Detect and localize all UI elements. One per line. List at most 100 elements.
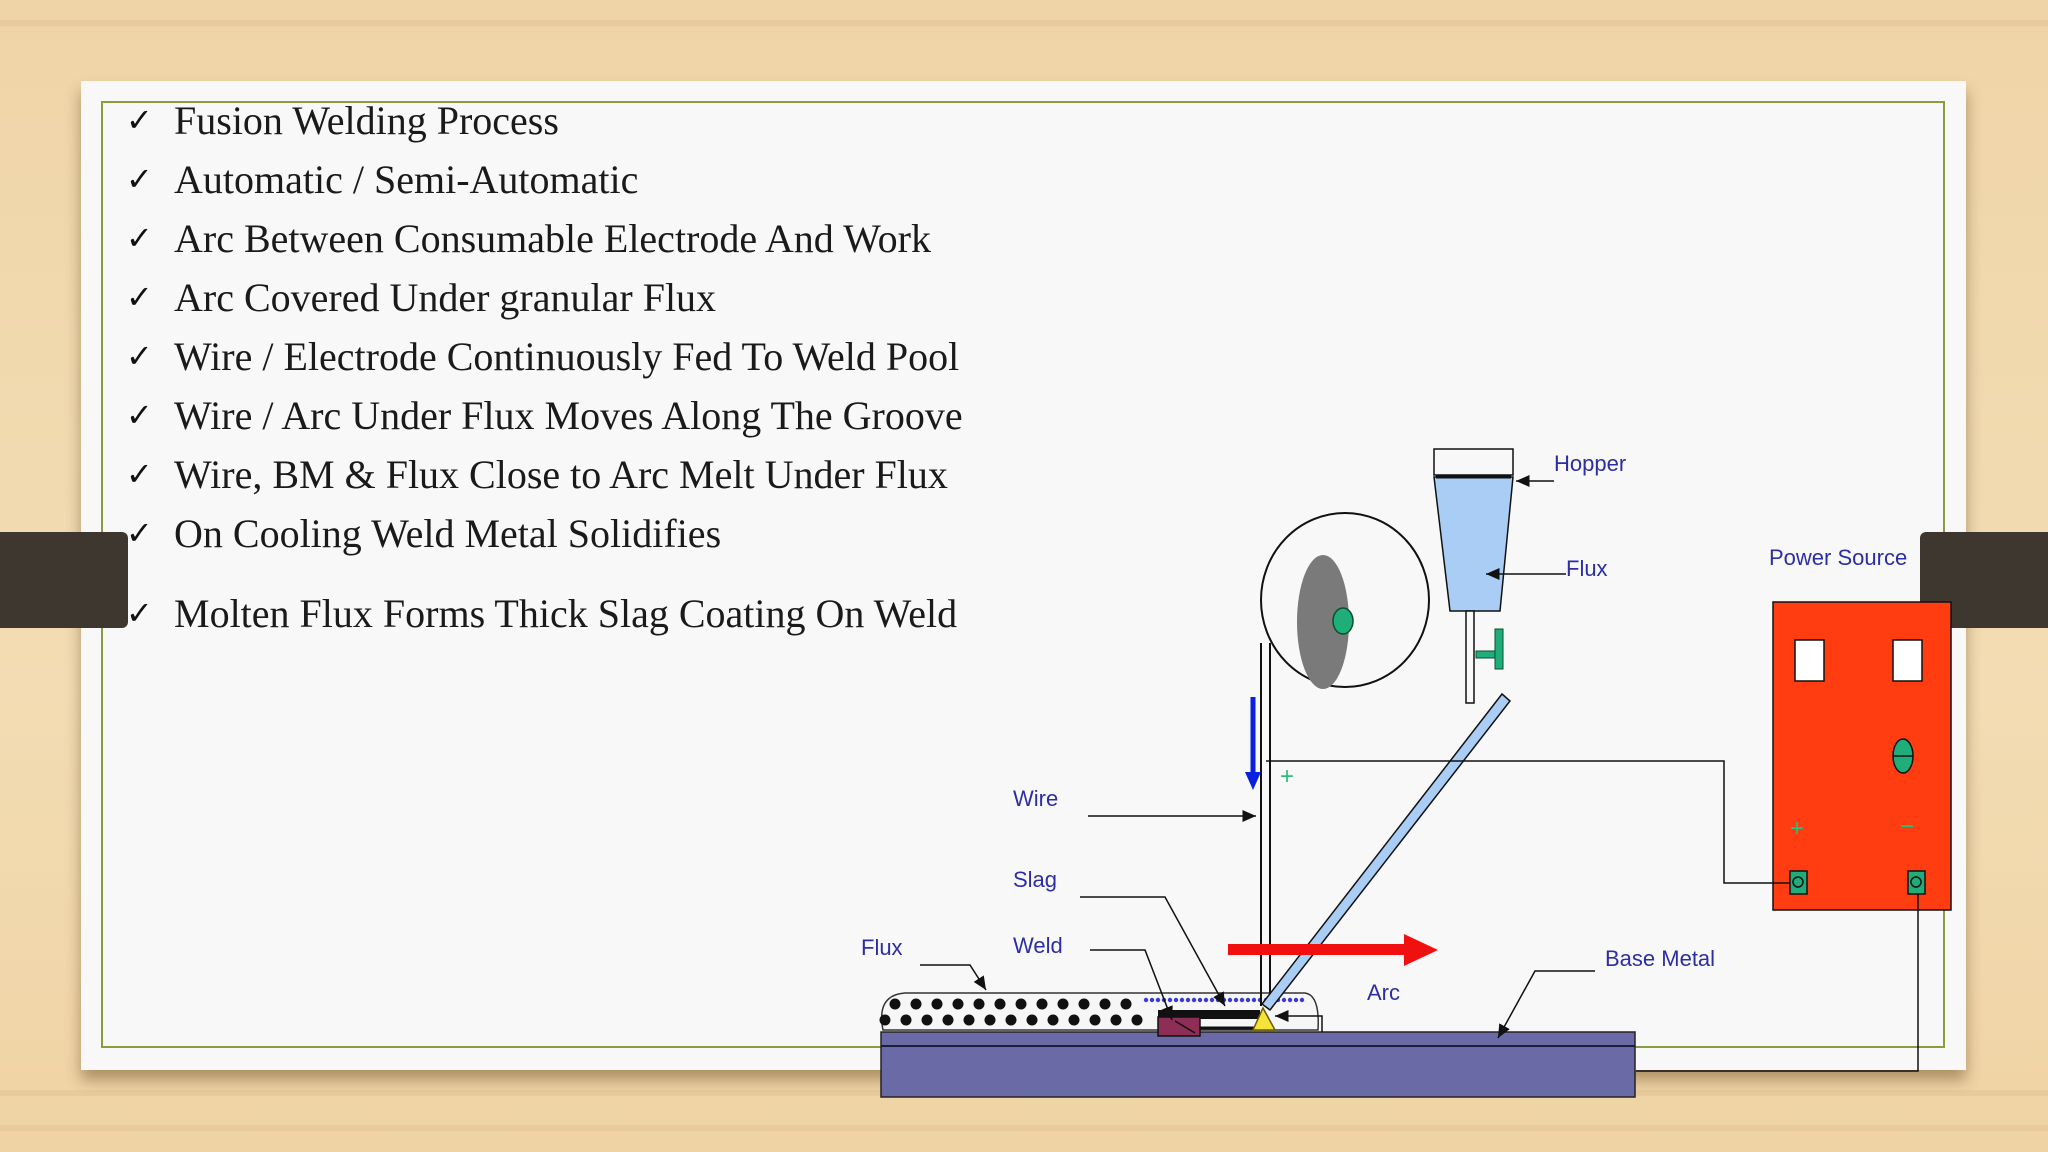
power-source-window-left (1794, 639, 1825, 682)
power-source-label: Power Source (1769, 545, 1907, 570)
flux-granule (921, 1014, 933, 1026)
bullet-text: Molten Flux Forms Thick Slag Coating On … (174, 590, 958, 636)
flux-feed-pipe (1260, 692, 1512, 1012)
hopper-label: Hopper (1554, 451, 1626, 476)
power-plus-sign: + (1790, 815, 1804, 842)
molten-flux-dot (1281, 997, 1287, 1003)
hopper-tube (1465, 610, 1475, 704)
molten-flux-dot (1191, 997, 1197, 1003)
weld-label: Weld (1013, 933, 1063, 958)
molten-flux-dot (1149, 997, 1155, 1003)
binder-clip-left (0, 532, 128, 628)
hopper-body (1433, 476, 1514, 612)
flux-granule (942, 1014, 954, 1026)
terminal-icon (1907, 870, 1926, 895)
molten-flux-dot (1299, 997, 1305, 1003)
flux-granule (963, 1014, 975, 1026)
checkmark-icon: ✓ (126, 160, 153, 198)
flux-granule (1036, 998, 1048, 1010)
power-minus-sign: − (1900, 813, 1914, 840)
arc-label: Arc (1367, 980, 1400, 1005)
flux-granule (1047, 1014, 1059, 1026)
weld-bead (1157, 1016, 1201, 1037)
checkmark-icon: ✓ (126, 455, 153, 493)
molten-flux-dot (1245, 997, 1251, 1003)
flux-granule (900, 1014, 912, 1026)
flux-granule (1131, 1014, 1143, 1026)
flux-granule (994, 998, 1006, 1010)
flux-granule (1089, 1014, 1101, 1026)
slag-label: Slag (1013, 867, 1057, 892)
molten-flux-dot (1233, 997, 1239, 1003)
wire-polarity-sign: + (1280, 763, 1294, 790)
bullet-text: Wire / Arc Under Flux Moves Along The Gr… (174, 392, 963, 438)
bullet-item: ✓ Molten Flux Forms Thick Slag Coating O… (126, 587, 957, 639)
molten-flux-dot (1143, 997, 1149, 1003)
flux-bottom-label: Flux (861, 935, 903, 960)
bullet-text: Wire / Electrode Continuously Fed To Wel… (174, 333, 960, 379)
bullet-text: Automatic / Semi-Automatic (174, 156, 639, 202)
molten-flux-dot (1209, 997, 1215, 1003)
bullet-item: ✓ Fusion Welding Process (126, 94, 559, 146)
base-metal-plate (880, 1031, 1636, 1098)
ground-cable (1636, 894, 1919, 1072)
molten-flux-dot (1293, 997, 1299, 1003)
bullet-item: ✓ Wire / Arc Under Flux Moves Along The … (126, 389, 963, 441)
molten-flux-dot (1227, 997, 1233, 1003)
arc-spark (1251, 1006, 1277, 1031)
molten-flux-dot (1287, 997, 1293, 1003)
flux-leader (920, 964, 987, 991)
flux-granule (889, 998, 901, 1010)
molten-flux-dot (1251, 997, 1257, 1003)
bullet-item: ✓ Automatic / Semi-Automatic (126, 153, 638, 205)
flux-granule (952, 998, 964, 1010)
molten-flux-dot (1179, 997, 1185, 1003)
molten-flux-dot (1155, 997, 1161, 1003)
weld-leader (1090, 949, 1173, 1021)
bullet-text: Fusion Welding Process (174, 97, 559, 143)
checkmark-icon: ✓ (126, 396, 153, 434)
molten-flux-dot (1203, 997, 1209, 1003)
checkmark-icon: ✓ (126, 594, 153, 632)
bullet-item: ✓ Wire, BM & Flux Close to Arc Melt Unde… (126, 448, 948, 500)
flux-granules (879, 998, 1143, 1026)
flux-top-label: Flux (1566, 556, 1608, 581)
base-metal-label: Base Metal (1605, 946, 1715, 971)
flux-granule (984, 1014, 996, 1026)
molten-flux-dot (1173, 997, 1179, 1003)
checkmark-icon: ✓ (126, 278, 153, 316)
flux-granule (879, 1014, 891, 1026)
molten-flux-dot (1167, 997, 1173, 1003)
flux-granule (1110, 1014, 1122, 1026)
slag-layer (1158, 1010, 1260, 1019)
molten-flux-dot (1185, 997, 1191, 1003)
checkmark-icon: ✓ (126, 337, 153, 375)
flux-granule (973, 998, 985, 1010)
molten-flux-dot (1239, 997, 1245, 1003)
flux-granule (1005, 1014, 1017, 1026)
checkmark-icon: ✓ (126, 101, 153, 139)
flux-granule (1015, 998, 1027, 1010)
flux-granule (1068, 1014, 1080, 1026)
base-metal-leader (1497, 970, 1595, 1039)
bullet-item: ✓ Arc Between Consumable Electrode And W… (126, 212, 931, 264)
molten-flux-dot (1197, 997, 1203, 1003)
bullet-item: ✓ Wire / Electrode Continuously Fed To W… (126, 330, 959, 382)
hopper-valve-icon (1475, 650, 1498, 659)
positive-cable (1266, 760, 1790, 884)
flux-granule (1057, 998, 1069, 1010)
bullet-text: Arc Between Consumable Electrode And Wor… (174, 215, 931, 261)
bullet-item: ✓ On Cooling Weld Metal Solidifies (126, 507, 721, 559)
checkmark-icon: ✓ (126, 514, 153, 552)
bullet-text: Wire, BM & Flux Close to Arc Melt Under … (174, 451, 948, 497)
slide-panel (81, 81, 1966, 1070)
hopper-lid (1433, 448, 1514, 476)
flux-granule (1078, 998, 1090, 1010)
travel-direction-arrow (1228, 944, 1410, 955)
bullet-item: ✓ Arc Covered Under granular Flux (126, 271, 716, 323)
slag-leader (1080, 896, 1226, 1007)
bullet-text: On Cooling Weld Metal Solidifies (174, 510, 722, 556)
flux-granule (1099, 998, 1111, 1010)
spool-core (1297, 555, 1349, 689)
